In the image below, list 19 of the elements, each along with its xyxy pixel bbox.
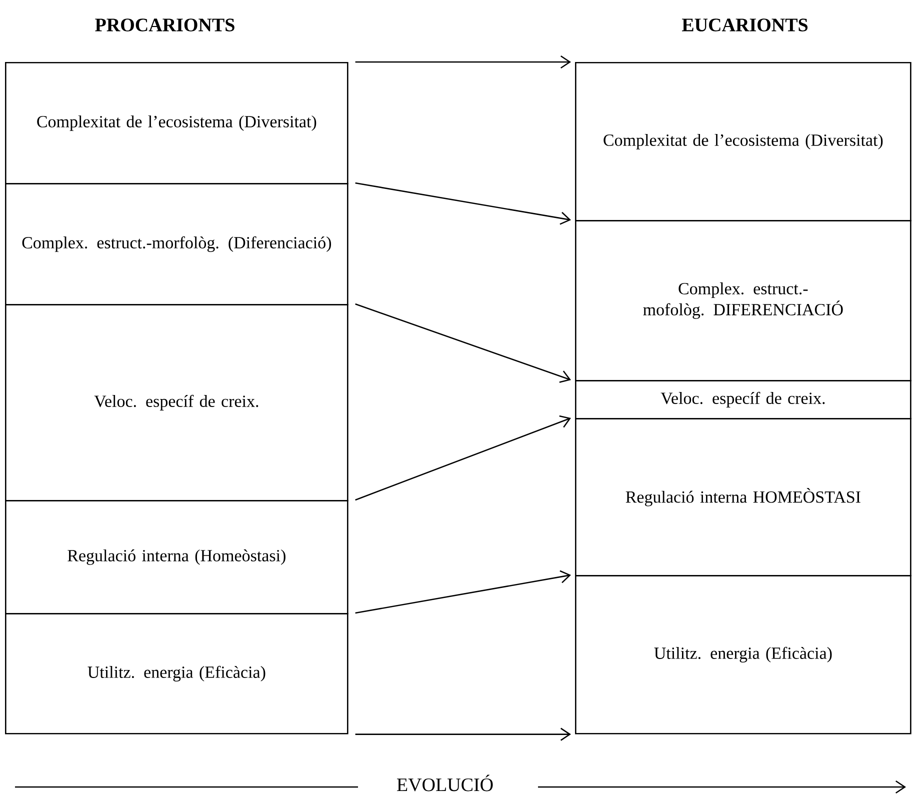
text-box: Complex. estruct.-morfològ. (Diferenciació)	[5, 183, 348, 306]
arrow	[355, 182, 572, 225]
text-box: Complexitat de l’ecosistema (Diversitat)	[575, 62, 912, 222]
axis-label: EVOLUCIÓ	[397, 774, 493, 792]
text-box: Complexitat de l’ecosistema (Diversitat)	[5, 62, 348, 184]
text-box: Regulació interna (Homeòstasi)	[5, 500, 348, 614]
arrow	[355, 55, 571, 69]
arrow	[355, 570, 571, 614]
text-box: Complex. estruct.-mofològ. DIFERENCIACIÓ	[575, 220, 912, 382]
text-box: Utilitz. energia (Eficàcia)	[5, 613, 348, 734]
text-box: Utilitz. energia (Eficàcia)	[575, 575, 912, 734]
arrow	[355, 415, 571, 501]
column-heading: PROCARIONTS	[95, 18, 234, 32]
arrow	[355, 303, 572, 383]
text-box: Veloc. específ de creix.	[5, 304, 348, 502]
text-box: Regulació interna HOMEÒSTASI	[575, 418, 912, 576]
column-heading: EUCARIONTS	[682, 18, 808, 32]
text-box: Veloc. específ de creix.	[575, 380, 912, 420]
arrow	[355, 728, 571, 741]
